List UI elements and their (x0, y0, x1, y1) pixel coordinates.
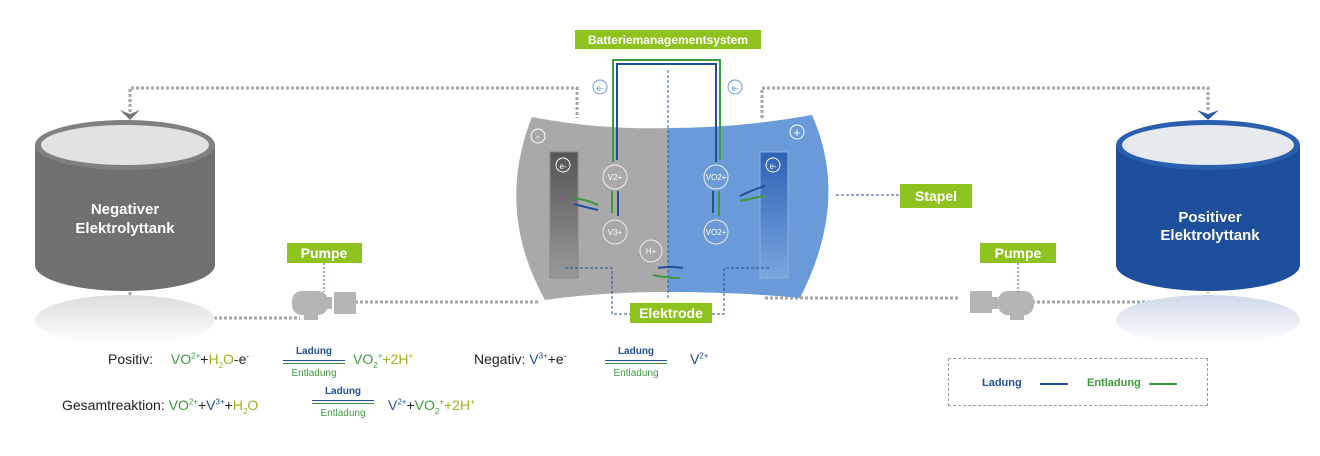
legend: Ladung Entladung (948, 358, 1208, 406)
equation-term: V (206, 397, 216, 413)
equation-term: + (377, 351, 383, 361)
charge-label: Ladung (617, 346, 655, 357)
equation-reactants: VO2++V3++H2O (168, 397, 259, 416)
equation-products: V2++VO2++2H+ (388, 397, 475, 416)
equation-term: + (406, 397, 415, 413)
equation-term: V (388, 397, 398, 413)
equation-term: 3+ (538, 351, 548, 361)
ion-v3: V3+ (608, 228, 623, 237)
electron-label: e- (596, 84, 603, 93)
equation-term: + (224, 397, 233, 413)
cell-stack (516, 70, 829, 300)
electron-label: e- (769, 162, 776, 171)
tank-label-line2: Elektrolyttank (75, 220, 175, 237)
inflow-arrow-left (120, 110, 140, 120)
equation-term: VO (170, 351, 192, 367)
equation-term: - (563, 351, 567, 361)
equation-term: VO (414, 397, 435, 413)
equation-term: 2 (434, 406, 440, 416)
pump-label-right: Pumpe (995, 245, 1042, 261)
minus-sign: - (536, 131, 540, 143)
pump-icon-left (292, 291, 356, 320)
equation-products: VO2++2H+ (353, 351, 413, 370)
inflow-arrow-right (1197, 110, 1219, 120)
equation-term: H (208, 351, 219, 367)
equation-term: 2 (373, 360, 378, 370)
ion-vo2: VO2+ (706, 228, 727, 237)
legend-charge: Ladung (982, 377, 1022, 389)
reaction-arrows (573, 185, 766, 279)
ion-v2: V2+ (608, 173, 623, 182)
equation-term: 2+ (191, 351, 201, 361)
positive-electrolyte-tank: Positiver Elektrolyttank (1116, 120, 1300, 345)
equation-positive: Positiv: VO2++H2O-e- (108, 351, 249, 370)
discharge-label: Entladung (320, 408, 366, 419)
negative-electrode (549, 151, 579, 279)
stack-label-box (900, 184, 972, 208)
discharge-label: Entladung (291, 368, 337, 379)
pump-label-box (980, 243, 1056, 263)
pump-label-left: Pumpe (301, 245, 348, 261)
bms-label: Batteriemanagementsystem (588, 33, 748, 47)
tank-label-line1: Negativer (91, 201, 160, 218)
plus-sign: + (793, 125, 801, 140)
equation-term: 2+ (397, 397, 407, 407)
equation-term: + (439, 397, 445, 407)
equation-term: +e (547, 351, 564, 367)
equation-products: V2+ (690, 351, 708, 367)
electrode-label-box (630, 303, 712, 323)
legend-discharge-arrow (1149, 383, 1177, 385)
stack-label: Stapel (915, 188, 957, 204)
charge-label: Ladung (295, 346, 333, 357)
equation-term: + (197, 397, 207, 413)
equation-term: -e (233, 351, 247, 367)
equation-term: O (223, 351, 234, 367)
electrode-label: Elektrode (639, 305, 703, 321)
legend-discharge: Entladung (1087, 377, 1141, 389)
tank-label-line1: Positiver (1178, 209, 1242, 226)
equation-term: +2H (444, 397, 471, 413)
equation-term: 2+ (699, 351, 709, 361)
equation-negative: Negativ: V3++e- (474, 351, 566, 367)
equation-term: - (246, 351, 250, 361)
equation-term: O (247, 397, 259, 413)
equation-term: VO (353, 351, 374, 367)
electron-label: e- (731, 84, 738, 93)
equation-total: Gesamtreaktion: VO2++V3++H2O (62, 397, 258, 416)
ion-h: H+ (646, 247, 657, 256)
equation-term: 3+ (215, 397, 225, 407)
discharge-label: Entladung (613, 368, 659, 379)
equation-term: + (408, 351, 414, 361)
equation-term: +2H (382, 351, 409, 367)
equation-term: H (232, 397, 243, 413)
equation-reactants: VO2++H2O-e- (170, 351, 250, 370)
ion-vo2-plus: VO2+ (706, 173, 727, 182)
tank-label-line2: Elektrolyttank (1160, 227, 1260, 244)
bms-label-box (575, 30, 761, 49)
equation-term: 2 (218, 360, 224, 370)
equation-label: Gesamtreaktion: (62, 397, 165, 413)
negative-electrolyte-tank: Negativer Elektrolyttank (35, 120, 215, 345)
equation-term: VO (168, 397, 189, 413)
equation-term: 2 (242, 406, 248, 416)
pump-label-box (287, 243, 362, 263)
equation-term: + (200, 351, 209, 367)
equation-label: Negativ: (474, 351, 526, 367)
electron-label: e- (559, 162, 566, 171)
pump-icon-right (970, 291, 1034, 320)
equation-term: + (470, 397, 475, 407)
equation-term: V (690, 351, 700, 367)
charge-label: Ladung (324, 386, 362, 397)
equation-term: 2+ (188, 397, 198, 407)
legend-charge-arrow (1040, 383, 1068, 385)
positive-electrode (759, 151, 789, 279)
equation-term: V (529, 351, 539, 367)
equation-label: Positiv: (108, 351, 154, 367)
equation-reactants: V3++e- (529, 351, 566, 367)
